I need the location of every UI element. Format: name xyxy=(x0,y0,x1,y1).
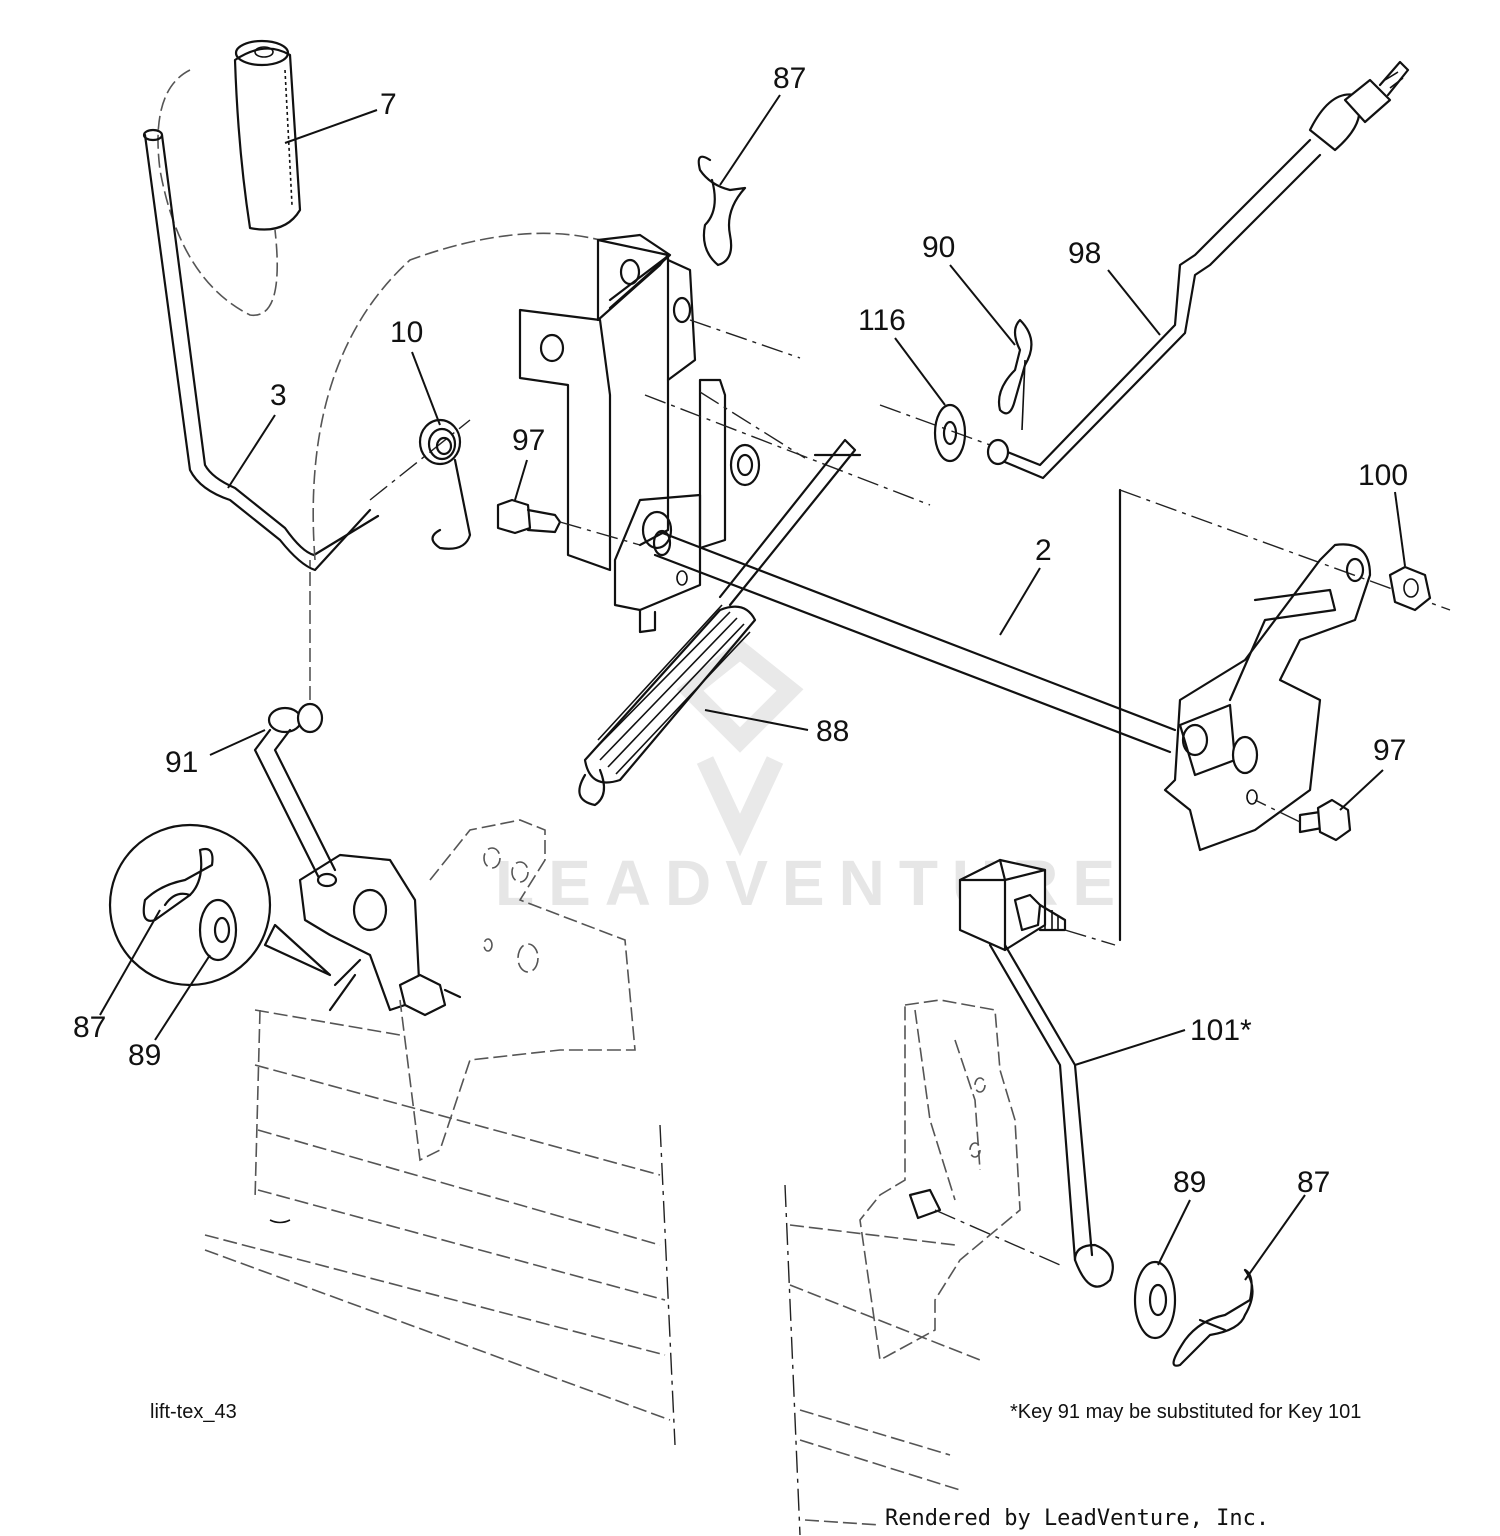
guide-line-10 xyxy=(369,419,471,501)
callout-3: 3 xyxy=(270,379,287,412)
callout-87-left: 87 xyxy=(73,1011,106,1044)
callout-87-top: 87 xyxy=(773,62,806,95)
inset-detail-circle xyxy=(108,823,332,987)
callout-97-left: 97 xyxy=(512,424,545,457)
callout-97-right: 97 xyxy=(1373,734,1406,767)
guide-line-87-top xyxy=(689,319,801,359)
footer: lift-tex_43 *Key 91 may be substituted f… xyxy=(150,1401,1361,1531)
lift-arm-bracket-right xyxy=(1118,488,1451,942)
part-116-washer[interactable] xyxy=(933,403,967,463)
part-2-lift-shaft[interactable] xyxy=(652,529,1177,754)
lift-bracket-assembly xyxy=(518,233,761,634)
substitution-note: *Key 91 may be substituted for Key 101 xyxy=(1010,1401,1361,1423)
leader-lines xyxy=(99,94,1406,1281)
callout-98: 98 xyxy=(1068,237,1101,270)
part-10-torsion-spring[interactable] xyxy=(418,418,472,550)
callout-2: 2 xyxy=(1035,534,1052,567)
guide-arc-3 xyxy=(312,232,601,561)
callout-91: 91 xyxy=(165,746,198,779)
part-90-hairpin-clip[interactable] xyxy=(997,318,1033,431)
callout-100: 100 xyxy=(1358,459,1408,492)
part-3-lift-handle[interactable] xyxy=(142,128,380,572)
callout-labels: 7 87 3 10 97 90 116 98 100 2 88 91 97 87… xyxy=(73,62,1408,1199)
callout-89-left: 89 xyxy=(128,1039,161,1072)
part-97-right-bolt[interactable] xyxy=(1254,798,1352,842)
callout-10: 10 xyxy=(390,316,423,349)
right-deck-bracket xyxy=(859,999,1061,1362)
part-100-hex-nut[interactable] xyxy=(1388,565,1432,612)
left-deck-bracket xyxy=(298,819,636,1162)
guide-line-bracket-2 xyxy=(644,394,931,506)
callout-7: 7 xyxy=(380,88,397,121)
part-89-left-washer[interactable] xyxy=(198,898,238,962)
part-89-right-washer[interactable] xyxy=(1133,1260,1177,1340)
part-7-handle-grip[interactable] xyxy=(233,39,302,231)
callout-116: 116 xyxy=(858,304,906,337)
part-87-top-hairpin-clip[interactable] xyxy=(697,155,747,267)
part-87-right-hairpin-clip[interactable] xyxy=(1172,1268,1254,1367)
part-101-lift-link[interactable] xyxy=(958,858,1116,1288)
callout-89-right: 89 xyxy=(1173,1166,1206,1199)
part-91-lift-link[interactable] xyxy=(253,702,338,888)
guide-line-bracket xyxy=(699,391,806,459)
rendered-by-credit: Rendered by LeadVenture, Inc. xyxy=(885,1506,1269,1531)
part-98-adjustment-rod[interactable] xyxy=(986,60,1410,480)
callout-90: 90 xyxy=(922,231,955,264)
part-88-extension-spring[interactable] xyxy=(578,438,862,807)
part-97-left-bolt[interactable] xyxy=(496,498,641,546)
callout-88: 88 xyxy=(816,715,849,748)
callout-87-right: 87 xyxy=(1297,1166,1330,1199)
grip-assembly-path xyxy=(157,69,278,316)
left-mower-deck-outline xyxy=(204,1009,676,1446)
diagram-id: lift-tex_43 xyxy=(150,1401,237,1423)
part-87-left-hairpin-clip[interactable] xyxy=(142,847,214,922)
right-mower-deck-outline xyxy=(784,1184,981,1536)
callout-101: 101* xyxy=(1190,1014,1252,1047)
